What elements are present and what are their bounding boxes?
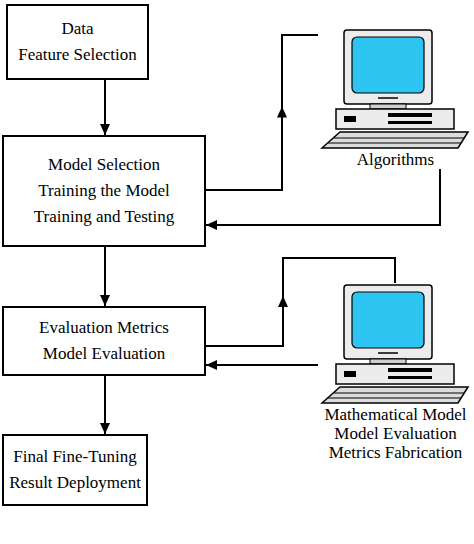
computer-label: Algorithms xyxy=(311,150,474,169)
box-text: Data xyxy=(61,16,93,42)
arrow-head xyxy=(206,360,217,370)
connector-line xyxy=(104,247,106,306)
box-text: Training the Model xyxy=(38,178,170,204)
computer-icon xyxy=(318,28,473,150)
connector-line xyxy=(104,80,106,135)
arrow-head xyxy=(206,220,217,230)
arrow-head xyxy=(278,296,288,307)
connector-line xyxy=(206,169,440,225)
connector-line xyxy=(206,258,395,346)
box-text: Model Evaluation xyxy=(43,341,165,367)
box-text: Final Fine-Tuning xyxy=(13,444,137,470)
box-text: Feature Selection xyxy=(18,42,137,68)
box-text: Model Selection xyxy=(48,152,160,178)
computer-icon xyxy=(318,283,473,405)
arrow-head xyxy=(277,107,287,118)
connector-line xyxy=(206,35,318,190)
arrow-head xyxy=(100,124,110,135)
process-box: Model SelectionTraining the ModelTrainin… xyxy=(2,135,206,247)
arrow-head xyxy=(100,295,110,306)
flow-connector xyxy=(100,80,110,135)
box-text: Training and Testing xyxy=(34,204,174,230)
flow-connector xyxy=(206,35,318,190)
computer-label: Mathematical Model xyxy=(311,405,474,424)
process-box: Final Fine-TuningResult Deployment xyxy=(2,434,148,506)
computer-label: Metrics Fabrication xyxy=(311,443,474,462)
flow-connector xyxy=(206,169,440,230)
flow-connector xyxy=(206,360,318,370)
computer-node: Mathematical ModelModel EvaluationMetric… xyxy=(318,283,473,462)
flow-connector xyxy=(100,247,110,306)
computer-label: Model Evaluation xyxy=(311,424,474,443)
connector-line xyxy=(206,364,318,366)
box-text: Evaluation Metrics xyxy=(39,315,169,341)
box-text: Result Deployment xyxy=(9,470,141,496)
process-box: DataFeature Selection xyxy=(6,4,149,80)
arrow-head xyxy=(100,423,110,434)
flow-connector xyxy=(206,258,395,346)
process-box: Evaluation MetricsModel Evaluation xyxy=(2,306,206,376)
connector-line xyxy=(104,376,106,434)
flow-connector xyxy=(100,376,110,434)
computer-node: Algorithms xyxy=(318,28,473,169)
